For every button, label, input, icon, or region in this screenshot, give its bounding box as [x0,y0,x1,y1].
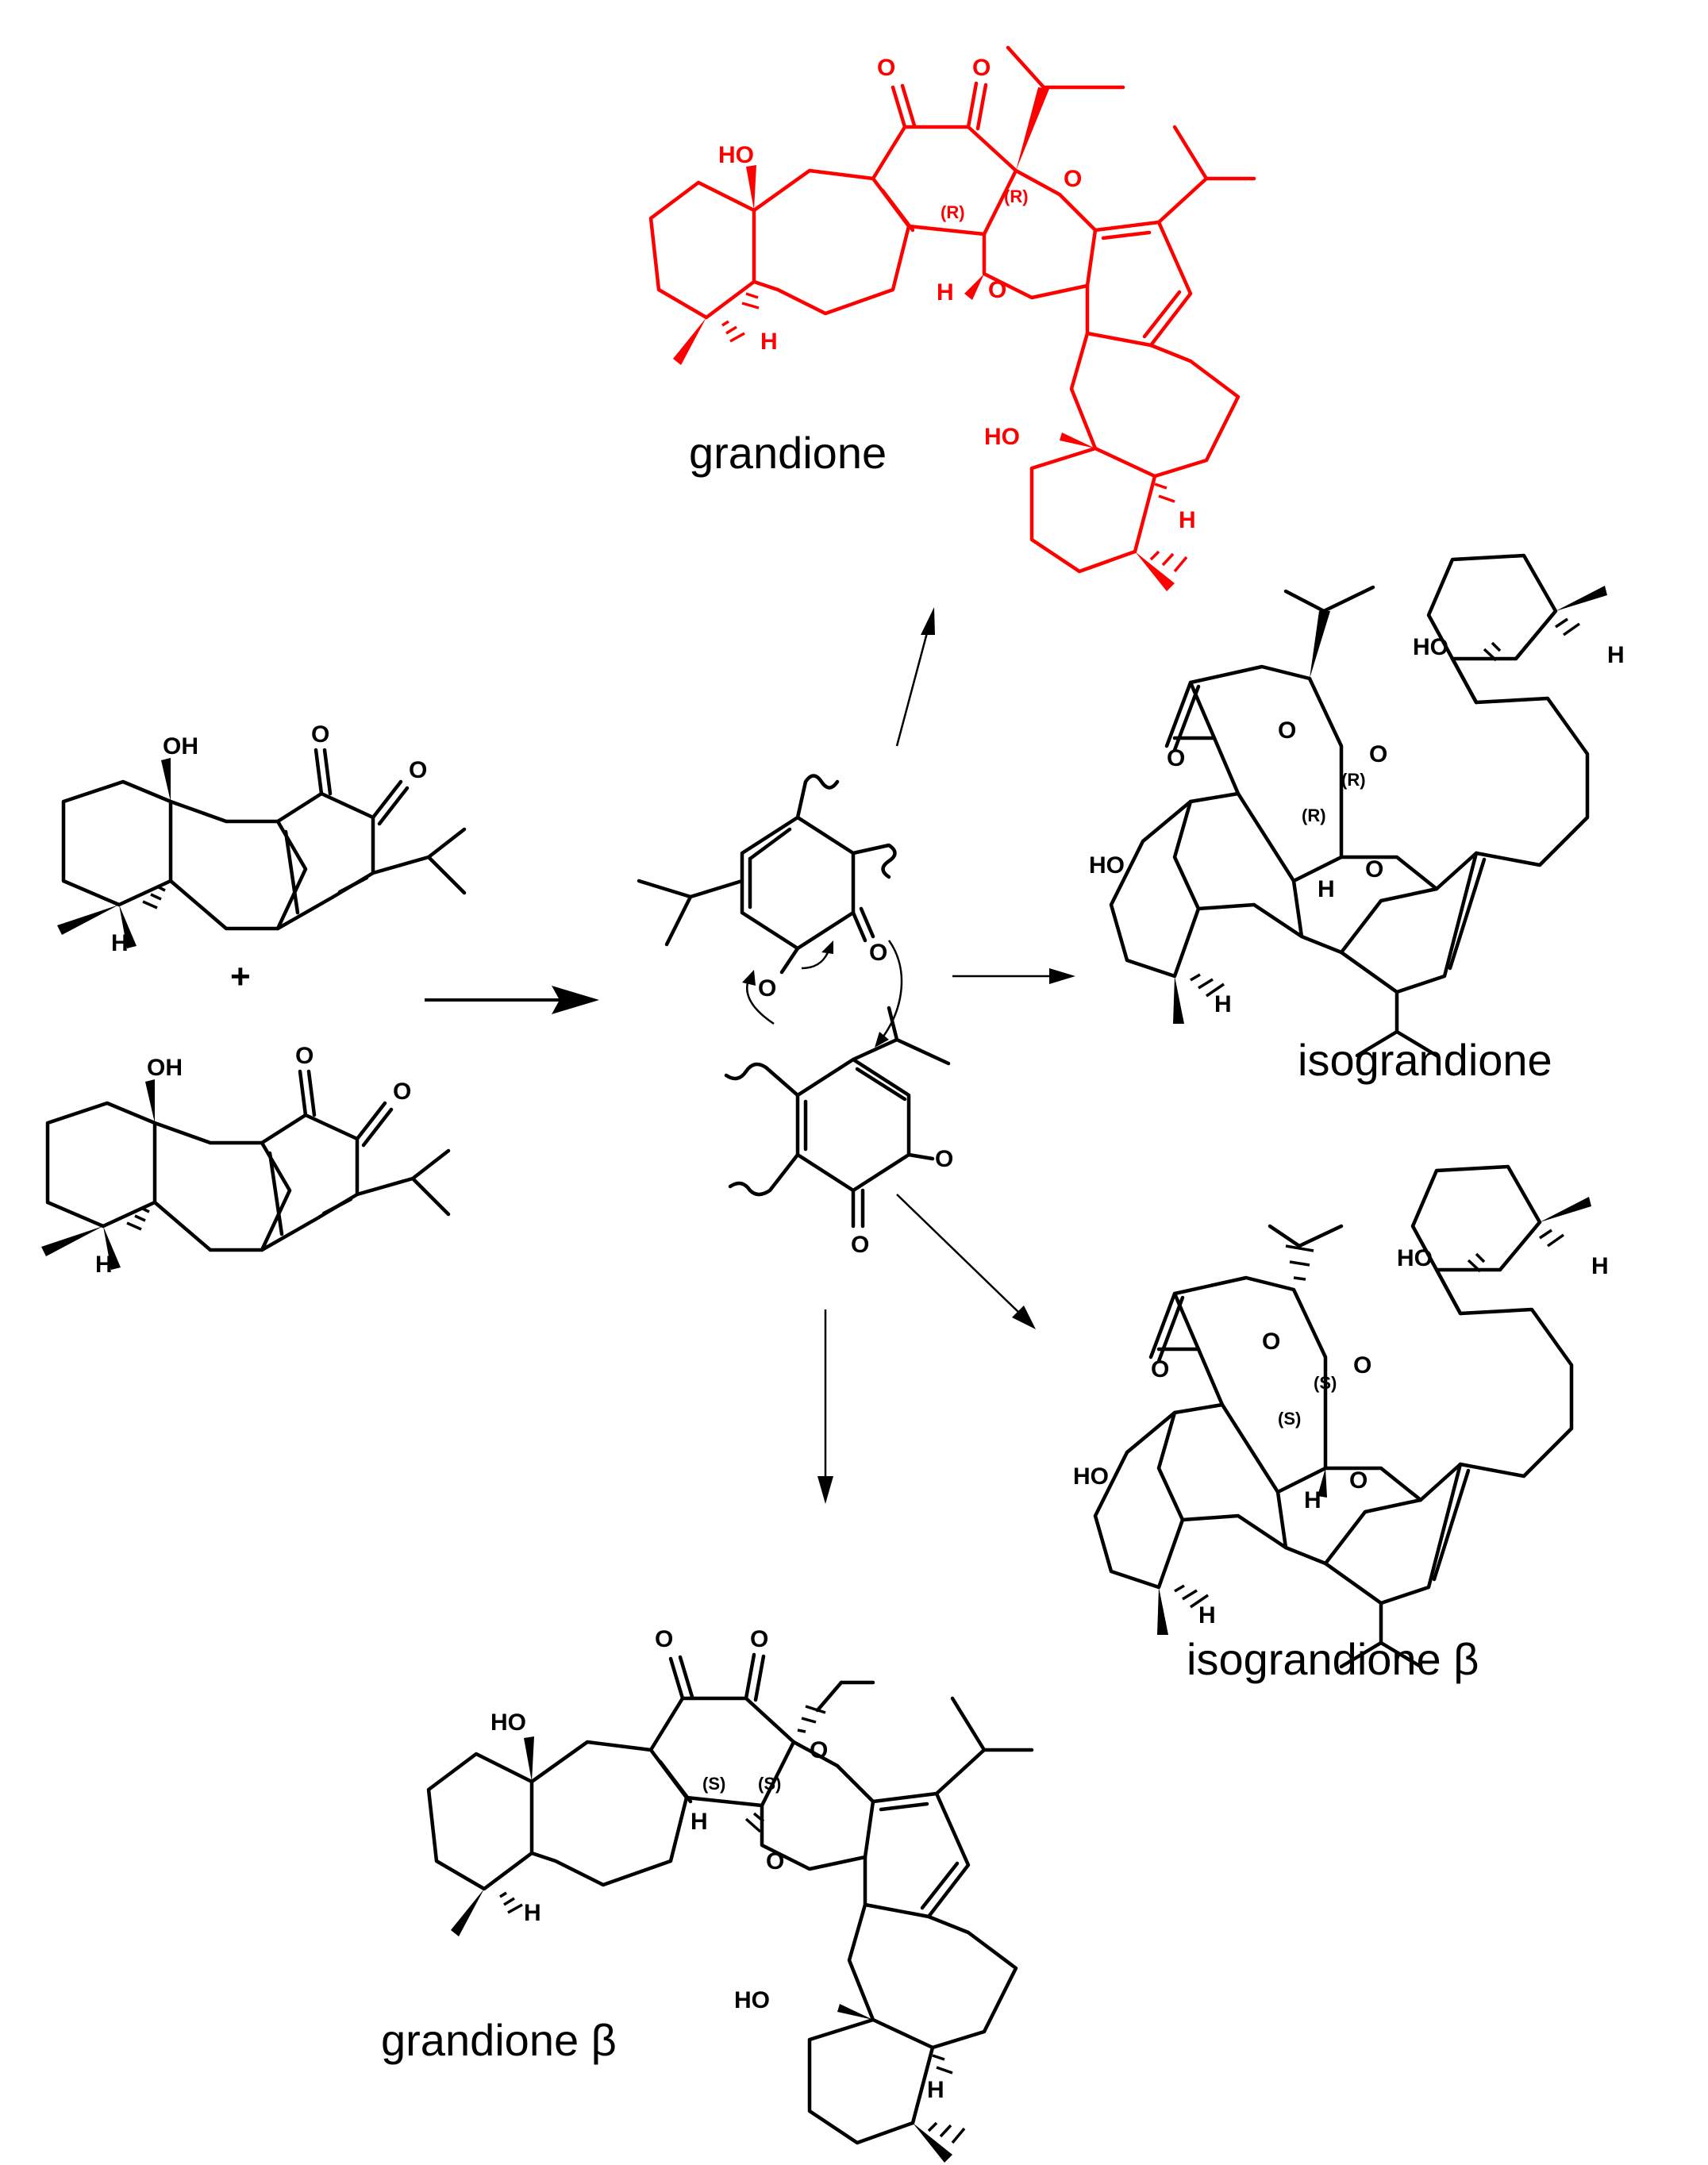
oxygen-label: O [393,1079,411,1105]
oxygen-label: O [1365,856,1383,883]
isograndione-beta-label: isograndione β [1187,1634,1479,1684]
stereo-descriptor: (S) [758,1774,781,1794]
diels-alder-intermediate: O O O O [637,774,953,1258]
hydrogen-label: H [760,329,778,355]
isograndione-beta-structure: O O O O HO HO H H H (S) (S) [1073,1164,1609,1669]
reaction-arrow-main [425,986,599,1014]
arrow-to-grandione [895,607,935,747]
hydrogen-label: H [1318,876,1335,902]
hydroxyl-label: HO [718,142,754,168]
hydrogen-label: H [691,1809,708,1835]
oxygen-label: O [1349,1467,1368,1494]
hydrogen-label: H [95,1252,113,1278]
stereo-descriptor: (R) [1302,806,1326,825]
oxygen-label: O [655,1626,673,1652]
oxygen-label: O [1353,1352,1371,1379]
plus-sign: + [230,957,251,996]
stereo-descriptor: (S) [1314,1373,1337,1393]
oxygen-label: O [877,55,895,81]
hydrogen-label: H [1214,991,1232,1017]
hydrogen-label: H [1591,1253,1609,1279]
stereo-descriptor: (S) [702,1774,725,1794]
hydrogen-label: H [927,2077,944,2103]
hydrogen-label: H [1198,1602,1216,1629]
oxygen-label: O [988,277,1006,303]
oxygen-label: O [1262,1329,1280,1355]
oxygen-label: O [1369,741,1387,767]
oxygen-label: O [1064,166,1082,192]
grandione-structure: O O O O HO HO H H H (R) (R) [648,45,1256,591]
hydrogen-label: H [1304,1487,1321,1513]
oxygen-label: O [766,1848,784,1875]
hydroxyl-label: OH [163,733,198,759]
arrow-to-grandione-beta [817,1309,833,1504]
hydrogen-label: H [111,930,129,956]
oxygen-label: O [851,1232,869,1258]
arrow-to-isograndione-beta [896,1194,1036,1329]
hydroxyl-label: HO [1089,852,1125,879]
oxygen-label: O [750,1626,768,1652]
starting-monomer-2: O O OH H [41,1043,448,1278]
oxygen-label: O [1151,1356,1169,1382]
grandione-label: grandione [689,428,887,478]
oxygen-label: O [935,1146,953,1172]
stereo-descriptor: (R) [1004,187,1029,206]
hydrogen-label: H [524,1900,541,1926]
hydrogen-label: H [1179,507,1196,533]
oxygen-label: O [972,55,991,81]
isograndione-structure: O O O O HO HO H H H (R) (R) [1089,553,1625,1058]
hydrogen-label: H [1607,642,1625,668]
arrow-to-isograndione [952,968,1075,984]
hydroxyl-label: HO [1073,1463,1109,1490]
oxygen-label: O [295,1043,314,1069]
grandione-beta-label: grandione β [381,2015,617,2065]
oxygen-label: O [810,1737,828,1763]
grandione-beta-structure: O O O O HO HO H H H (S) (S) [426,1626,1034,2163]
starting-monomer-1: O O OH H [57,721,464,956]
oxygen-label: O [311,721,329,748]
oxygen-label: O [1167,745,1185,771]
hydroxyl-label: HO [1413,634,1448,660]
oxygen-label: O [758,975,776,1002]
hydrogen-label: H [937,279,954,306]
oxygen-label: O [409,757,427,783]
oxygen-label: O [869,940,887,966]
stereo-descriptor: (S) [1278,1409,1301,1429]
isograndione-label: isograndione [1298,1035,1552,1085]
hydroxyl-label: HO [984,424,1020,450]
hydroxyl-label: OH [147,1055,183,1081]
oxygen-label: O [1278,717,1296,744]
stereo-descriptor: (R) [941,202,965,222]
stereo-descriptor: (R) [1341,770,1366,790]
hydroxyl-label: HO [734,1987,770,2013]
hydroxyl-label: HO [490,1709,526,1736]
hydroxyl-label: HO [1397,1245,1433,1271]
